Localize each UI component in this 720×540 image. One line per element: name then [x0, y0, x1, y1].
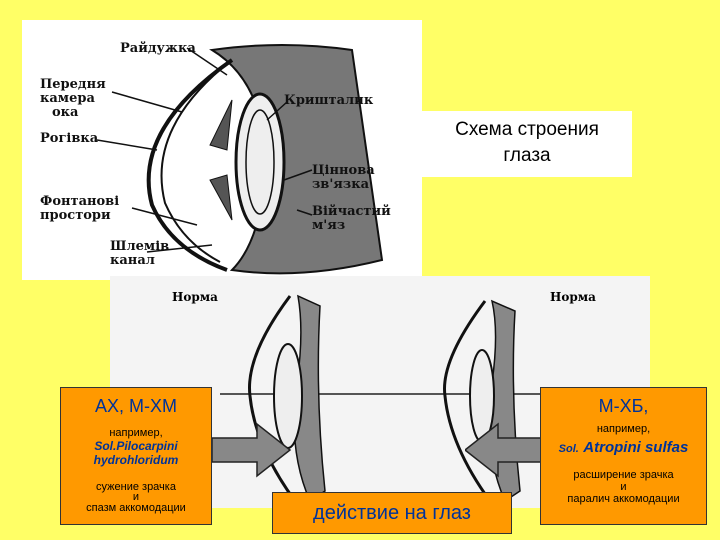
left-box-example: например, — [109, 427, 163, 439]
right-box-drug-prefix: Sol. — [558, 443, 579, 455]
right-box-drug-main: Atropini sulfas — [583, 439, 689, 456]
left-box-effect-1: сужение зрачка — [96, 481, 176, 493]
label-schlemm-1: Шлемів — [110, 239, 170, 254]
eye-comparison-drawing — [220, 294, 580, 503]
action-label: действие на глаз — [313, 502, 471, 524]
right-box-effect-1: расширение зрачка — [573, 469, 674, 481]
label-fontana-2: простори — [40, 208, 111, 223]
label-zinn-2: зв'язка — [312, 177, 370, 192]
right-box-heading: М-ХБ, — [598, 396, 649, 416]
right-box-example: например, — [596, 423, 651, 435]
eye-structure-drawing — [96, 44, 384, 275]
eye-structure-diagram: Райдужка Передня камера ока Рогівка Фонт… — [22, 20, 422, 280]
label-anterior-chamber-3: ока — [52, 105, 79, 120]
left-box-heading: АХ, М-ХМ — [94, 396, 177, 416]
label-ciliary-1: Війчастий — [312, 204, 391, 219]
label-anterior-chamber-1: Передня — [40, 77, 106, 92]
label-iris: Райдужка — [120, 41, 196, 56]
label-ciliary-2: м'яз — [312, 218, 346, 233]
left-box-drug-1: Sol.Pilocarpini — [94, 439, 178, 453]
label-norm-left: Норма — [172, 290, 218, 304]
label-fontana-1: Фонтанові — [40, 194, 120, 209]
cholinomimetic-box: АХ, М-ХМ например, Sol.Pilocarpini hydro… — [60, 387, 212, 525]
arrow-right-icon — [212, 422, 292, 478]
left-box-effect-2: и — [132, 491, 140, 503]
title-line-1: Схема строения — [455, 119, 599, 140]
label-cornea: Рогівка — [40, 131, 99, 146]
left-box-effect-3: спазм аккомодации — [86, 502, 186, 514]
right-box-effect-2: и — [620, 481, 627, 493]
arrow-left-icon — [465, 422, 543, 478]
label-norm-right: Норма — [550, 290, 596, 304]
diagram-title: Схема строения глаза — [422, 111, 632, 177]
right-box-effect-3: паралич аккомодации — [567, 493, 680, 505]
cholinoblocker-box: М-ХБ, например, Sol. Atropini sulfas рас… — [540, 387, 707, 525]
label-zinn-1: Ціннова — [312, 163, 375, 178]
action-on-eye-box: действие на глаз — [272, 492, 512, 534]
label-lens: Кришталик — [284, 93, 374, 108]
title-line-2: глаза — [503, 145, 551, 166]
left-box-drug-2: hydrohloridum — [93, 453, 179, 467]
label-anterior-chamber-2: камера — [40, 91, 95, 106]
label-schlemm-2: канал — [110, 253, 155, 268]
